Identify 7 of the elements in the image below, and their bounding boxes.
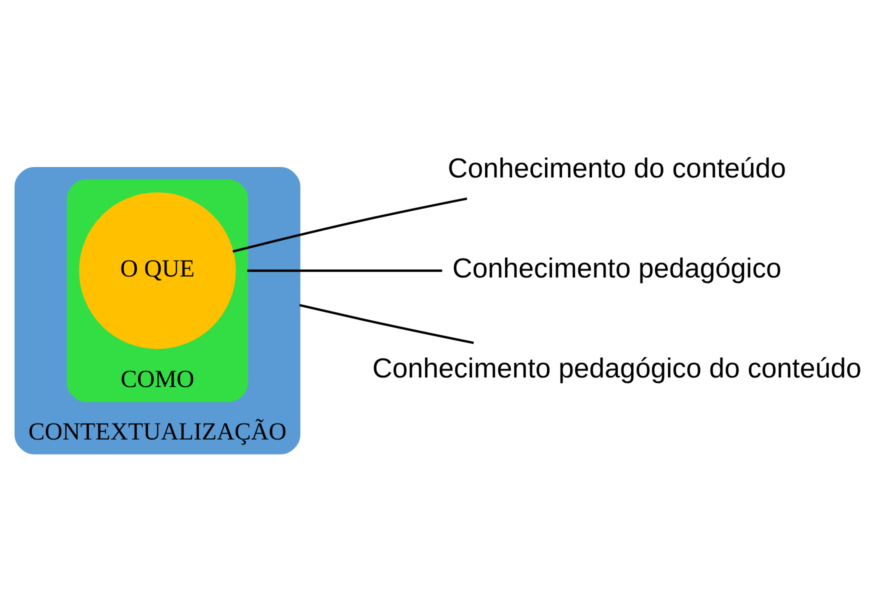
connector bbox=[299, 304, 474, 344]
node-text: Conhecimento do conteúdo bbox=[448, 152, 786, 184]
connector bbox=[247, 270, 442, 272]
node-circle: O QUE bbox=[79, 192, 236, 350]
node-text: Conhecimento pedagógico bbox=[452, 252, 782, 284]
node-text: Conhecimento pedagógico do conteúdo bbox=[372, 352, 862, 384]
connector bbox=[232, 197, 468, 253]
